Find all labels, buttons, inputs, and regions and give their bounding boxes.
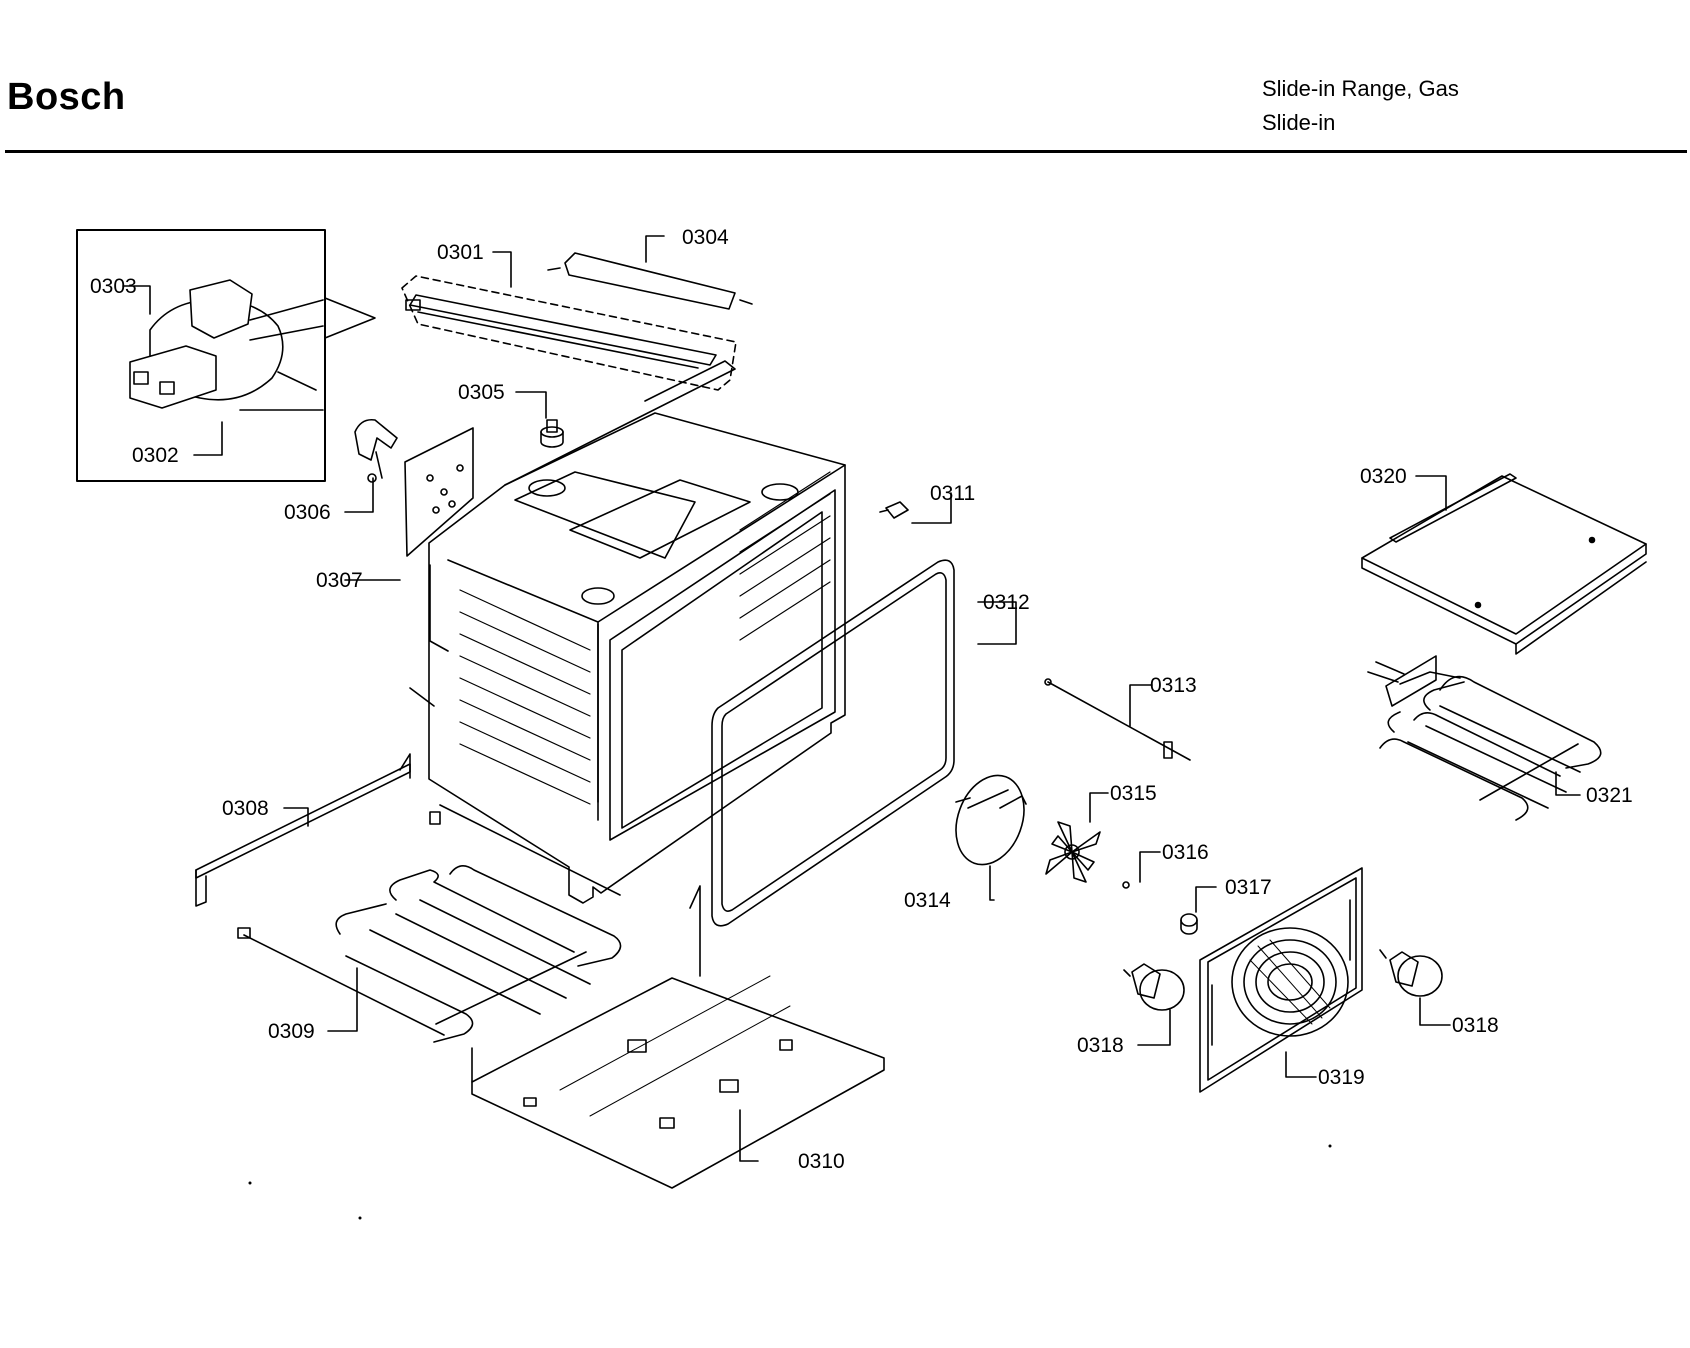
part-0301-shape [401, 275, 737, 391]
part-0317-shape [1180, 913, 1198, 935]
part-0321-shape [1367, 655, 1602, 821]
part-0312-shape [711, 559, 955, 927]
part-label-0318-left: 0318 [1077, 1034, 1124, 1057]
part-label-0305: 0305 [458, 381, 505, 404]
part-label-0316: 0316 [1162, 841, 1209, 864]
leader-lines [122, 235, 1581, 1162]
part-label-0313: 0313 [1150, 674, 1197, 697]
model-line-1: Slide-in Range, Gas [1262, 76, 1459, 101]
part-label-0315: 0315 [1110, 782, 1157, 805]
part-label-0317: 0317 [1225, 876, 1272, 899]
part-0318a-shape [1123, 963, 1185, 1011]
model-line-2: Slide-in [1262, 110, 1336, 135]
part-0309-shape [237, 804, 622, 1043]
inset-motor-detail [76, 229, 376, 482]
part-label-0312: 0312 [983, 591, 1030, 614]
part-label-0304: 0304 [682, 226, 729, 249]
part-0305-shape [540, 419, 564, 448]
part-label-0320: 0320 [1360, 465, 1407, 488]
part-0320-shape [1361, 473, 1647, 655]
part-label-0318-right: 0318 [1452, 1014, 1499, 1037]
part-0304-shape [547, 252, 753, 310]
part-0307-shape [404, 427, 474, 557]
part-0316-shape [1122, 881, 1130, 889]
part-label-0321: 0321 [1586, 784, 1633, 807]
part-0311-shape [879, 501, 909, 519]
part-0319-shape [1199, 867, 1363, 1093]
part-label-0319: 0319 [1318, 1066, 1365, 1089]
part-label-0314: 0314 [904, 889, 951, 912]
part-label-0307: 0307 [316, 569, 363, 592]
part-0313-shape [1044, 678, 1191, 761]
part-label-0301: 0301 [437, 241, 484, 264]
part-label-0306: 0306 [284, 501, 331, 524]
part-label-0310: 0310 [798, 1150, 845, 1173]
part-0308-shape [195, 753, 411, 907]
part-label-0311: 0311 [930, 482, 975, 505]
part-0318b-shape [1379, 949, 1443, 997]
part-oven-cavity-shape [409, 360, 846, 904]
part-label-0308: 0308 [222, 797, 269, 820]
part-label-0309: 0309 [268, 1020, 315, 1043]
brand-title: Bosch [7, 76, 126, 118]
part-0310-shape [471, 885, 885, 1189]
header-rule [5, 150, 1687, 153]
part-0315-shape [1045, 821, 1101, 883]
part-0314-shape [955, 774, 1027, 866]
part-label-0302: 0302 [132, 444, 179, 467]
part-label-0303: 0303 [90, 275, 137, 298]
part-0306-shape [354, 418, 398, 483]
